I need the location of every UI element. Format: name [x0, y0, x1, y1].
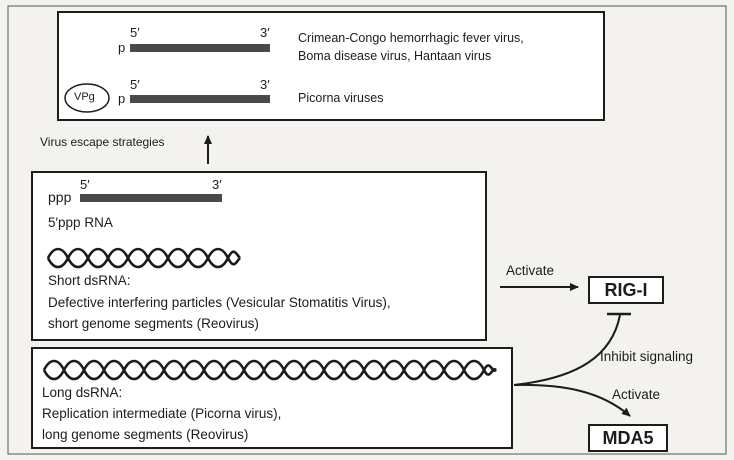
rna-strand-1 [130, 44, 270, 52]
ppp-rna-label: 5′ppp RNA [48, 212, 113, 233]
picorna-label: Picorna viruses [298, 92, 383, 105]
virus-list-line-1: Crimean-Congo hemorrhagic fever virus, [298, 32, 524, 45]
three-prime-label-2: 3′ [260, 78, 270, 91]
long-dsrna-label: Long dsRNA: [42, 382, 122, 403]
escape-strategies-label: Virus escape strategies [40, 136, 165, 148]
mda5-receptor: MDA5 [588, 424, 668, 452]
rna-strand-3 [80, 194, 222, 202]
short-dsrna-label: Short dsRNA: [48, 270, 131, 291]
short-dsrna-desc-2: short genome segments (Reovirus) [48, 313, 259, 334]
inhibit-signaling-label: Inhibit signaling [600, 346, 693, 367]
virus-list-line-2: Boma disease virus, Hantaan virus [298, 50, 491, 63]
rna-strand-2 [130, 95, 270, 103]
activate-mda-label: Activate [612, 384, 660, 405]
cap-label-1: p [118, 41, 125, 54]
ppp-cap-label: ppp [48, 190, 71, 204]
vpg-label: VPg [74, 92, 95, 103]
five-prime-label-1: 5′ [130, 26, 140, 39]
rig-i-receptor: RIG-I [588, 276, 664, 304]
long-dsrna-desc-1: Replication intermediate (Picorna virus)… [42, 403, 281, 424]
cap-label-2: p [118, 92, 125, 105]
three-prime-label-3: 3′ [212, 178, 222, 191]
short-dsrna-desc-1: Defective interfering particles (Vesicul… [48, 292, 391, 313]
three-prime-label-1: 3′ [260, 26, 270, 39]
long-dsrna-desc-2: long genome segments (Reovirus) [42, 424, 248, 445]
five-prime-label-3: 5′ [80, 178, 90, 191]
five-prime-label-2: 5′ [130, 78, 140, 91]
activate-rig-label: Activate [506, 260, 554, 281]
